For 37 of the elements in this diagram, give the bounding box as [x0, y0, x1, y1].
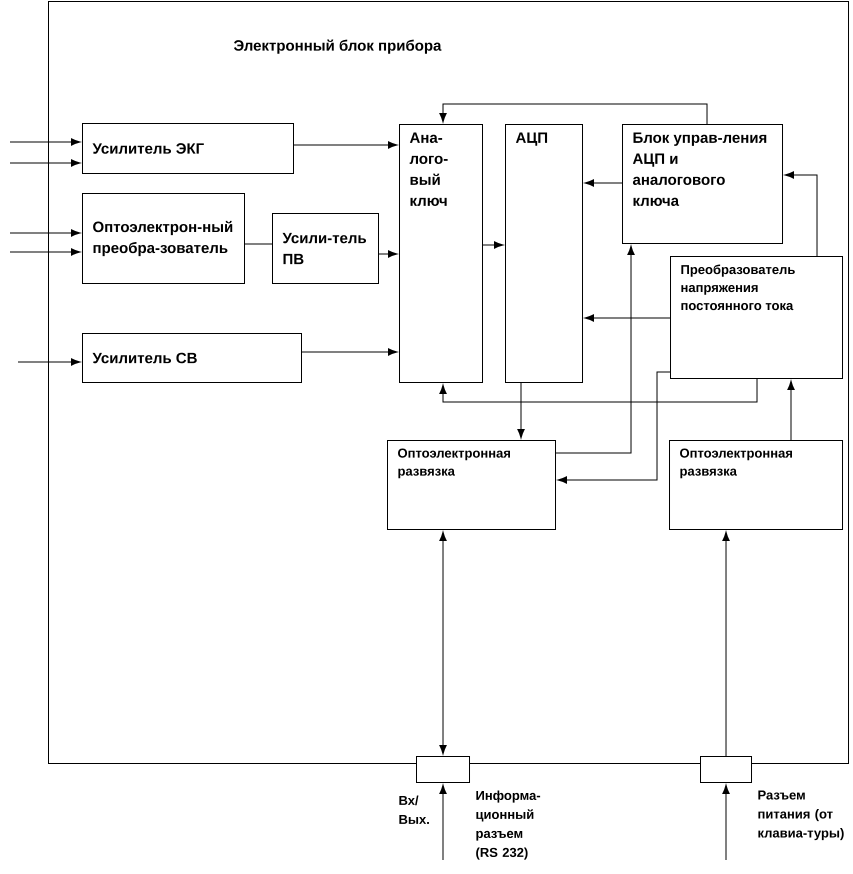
- arrow: [10, 248, 80, 256]
- arrow: [18, 358, 80, 366]
- arrow: [439, 104, 708, 124]
- arrow: [722, 784, 730, 860]
- block-box: Преобразователь напряжения постоянного тока: [670, 256, 844, 379]
- arrow: [10, 159, 80, 167]
- connector-box: [416, 756, 470, 783]
- signal-label: Вх/ Вых.: [399, 796, 429, 824]
- arrow: [784, 171, 818, 256]
- arrow: [294, 141, 398, 149]
- arrow: [378, 250, 398, 258]
- connector-caption: Разъем питания (от клавиа-туры): [758, 790, 844, 840]
- block-box: Усилитель СВ: [82, 333, 302, 383]
- connector-caption: Информа-ционный разъем (RS 232): [476, 790, 540, 860]
- arrow: [482, 241, 504, 249]
- arrow: [722, 532, 730, 756]
- arrow: [302, 348, 398, 356]
- block-box: Усилитель ЭКГ: [82, 123, 294, 174]
- arrow: [584, 314, 670, 322]
- arrow: [10, 138, 80, 146]
- block-box: Оптоэлектронная развязка: [669, 440, 844, 530]
- arrow: [439, 784, 447, 860]
- arrow: [584, 179, 622, 187]
- block-box: АЦП: [505, 124, 583, 383]
- block-box: Оптоэлектрон-ный преобра-зователь: [82, 193, 245, 284]
- block-box: Оптоэлектронная развязка: [387, 440, 556, 530]
- arrow: [517, 382, 525, 438]
- block-box: Блок управ-ления АЦП и аналогового ключа: [622, 124, 783, 244]
- arrow: [10, 229, 80, 237]
- arrow: [787, 380, 795, 440]
- block-box: Усили-тель ПВ: [272, 213, 379, 284]
- block-box: Ана-лого-вый ключ: [399, 124, 483, 383]
- arrow: [439, 378, 758, 402]
- arrow: [558, 372, 670, 484]
- arrow: [556, 246, 635, 454]
- connector-box: [700, 756, 752, 783]
- arrow: [439, 532, 447, 754]
